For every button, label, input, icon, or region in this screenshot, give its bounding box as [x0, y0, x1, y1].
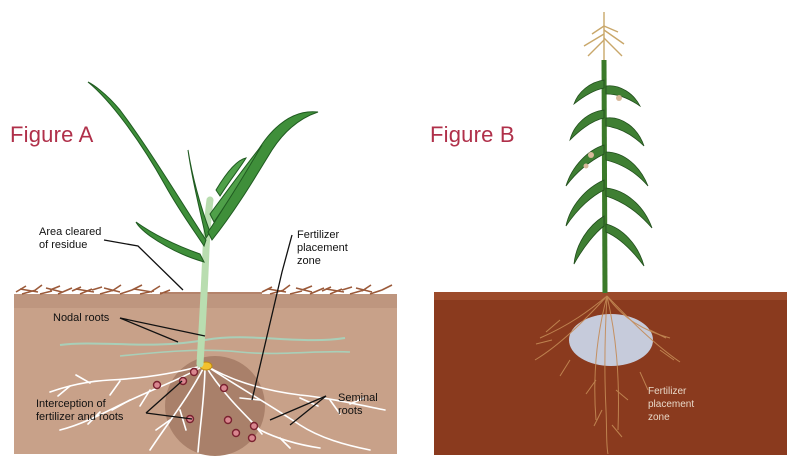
tassel — [584, 12, 624, 60]
label-interception-line-2: fertilizer and roots — [36, 411, 123, 424]
label-interception: Interception of fertilizer and roots — [36, 398, 123, 424]
label-interception-line-1: Interception of — [36, 398, 123, 411]
label-fertilizer-line-1: Fertilizer — [297, 229, 348, 242]
figure-b-illustration — [434, 12, 787, 455]
label-seminal-line-1: Seminal — [338, 392, 378, 405]
corn-stem-b — [604, 60, 605, 293]
label-fertilizer-line-2: placement — [297, 242, 348, 255]
label-area-cleared-line-1: Area cleared — [39, 226, 101, 239]
label-fertilizer-line-3: zone — [297, 255, 348, 268]
label-b-fertilizer-line-2: placement — [648, 398, 694, 411]
corn-leaves-b — [566, 80, 652, 266]
label-fertilizer-zone-a: Fertilizer placement zone — [297, 229, 348, 268]
corn-leaves-a — [88, 82, 318, 262]
label-seminal-line-2: roots — [338, 405, 378, 418]
figure-a-title: Figure A — [10, 122, 94, 148]
label-area-cleared: Area cleared of residue — [39, 226, 101, 252]
label-seminal-roots: Seminal roots — [338, 392, 378, 418]
label-b-fertilizer-line-3: zone — [648, 411, 694, 424]
label-area-cleared-line-2: of residue — [39, 239, 101, 252]
figure-b-title: Figure B — [430, 122, 515, 148]
label-nodal-roots: Nodal roots — [53, 312, 109, 325]
label-fertilizer-zone-b: Fertilizer placement zone — [648, 385, 694, 424]
label-b-fertilizer-line-1: Fertilizer — [648, 385, 694, 398]
